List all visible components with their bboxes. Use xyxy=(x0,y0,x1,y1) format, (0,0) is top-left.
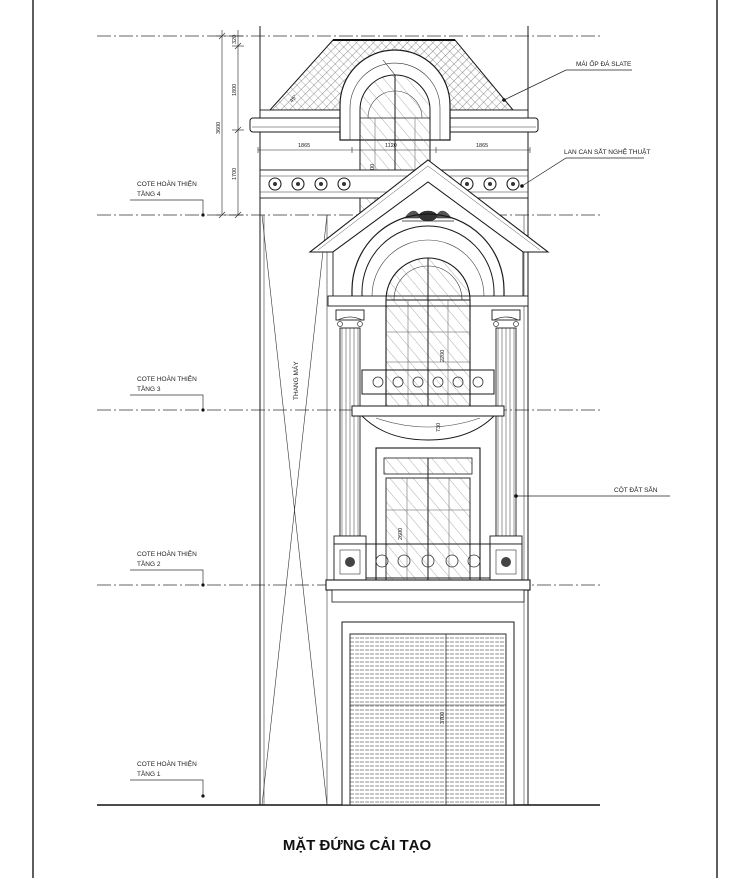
floor3-arched-door xyxy=(385,257,471,411)
level-label-floor-3: COTE HOÀN THIỆN TẦNG 3 xyxy=(130,374,205,412)
svg-text:TẦNG 3: TẦNG 3 xyxy=(137,383,161,393)
floor3-door-height: 2200 xyxy=(440,350,446,362)
garage-door xyxy=(341,621,515,806)
drawing-title: MẶT ĐỨNG CẢI TẠO xyxy=(283,836,432,854)
floor3-balcony-railing xyxy=(361,369,495,395)
floor2-door-height: 2600 xyxy=(398,528,404,540)
vertical-dimensions xyxy=(216,30,244,219)
svg-text:3600: 3600 xyxy=(216,122,222,134)
svg-text:COTE HOÀN THIỆN: COTE HOÀN THIỆN xyxy=(137,549,197,558)
svg-text:1800: 1800 xyxy=(232,84,238,96)
paper-frame xyxy=(32,0,718,878)
dim-width-left: 1865 xyxy=(298,143,310,149)
column-left xyxy=(333,309,367,581)
dim-width-right: 1865 xyxy=(476,143,488,149)
dim-width-middle: 1120 xyxy=(385,143,397,149)
floor2-slab xyxy=(325,579,531,603)
transom-height: 730 xyxy=(436,423,442,432)
elevator-shaft xyxy=(261,214,328,806)
column-right xyxy=(489,309,523,581)
svg-text:LAN CAN SẮT NGHỆ THUẬT: LAN CAN SẮT NGHỆ THUẬT xyxy=(564,147,650,156)
callout-roof: MÁI ỐP ĐÁ SLATE xyxy=(502,58,632,102)
svg-text:CỘT ĐẮT SẴN: CỘT ĐẮT SẴN xyxy=(614,485,658,494)
level-label-floor-1: COTE HOÀN THIỆN TẦNG 1 xyxy=(130,759,205,798)
svg-text:COTE HOÀN THIỆN: COTE HOÀN THIỆN xyxy=(137,759,197,768)
floor2-balcony-railing xyxy=(365,543,491,579)
svg-text:TẦNG 4: TẦNG 4 xyxy=(137,188,161,198)
svg-text:COTE HOÀN THIỆN: COTE HOÀN THIỆN xyxy=(137,374,197,383)
gable-ornament xyxy=(402,210,454,222)
width-dimensions xyxy=(257,147,531,153)
svg-text:MÁI ỐP ĐÁ SLATE: MÁI ỐP ĐÁ SLATE xyxy=(576,58,632,68)
callout-column: CỘT ĐẮT SẴN xyxy=(514,485,670,498)
floor3-balcony-slab xyxy=(351,405,505,441)
main-gable xyxy=(308,159,550,301)
level-label-floor-4: COTE HOÀN THIỆN TẦNG 4 xyxy=(130,179,205,217)
floor2-door xyxy=(375,447,481,586)
side-walls xyxy=(259,26,529,805)
svg-text:TẦNG 2: TẦNG 2 xyxy=(137,558,161,568)
callout-railing: LAN CAN SẮT NGHỆ THUẬT xyxy=(520,147,650,188)
svg-text:TẦNG 1: TẦNG 1 xyxy=(137,768,161,778)
elevator-label: THANG MÁY xyxy=(291,361,300,400)
roof-angle: 45° xyxy=(289,94,299,104)
facade-arch xyxy=(351,213,505,300)
svg-text:COTE HOÀN THIỆN: COTE HOÀN THIỆN xyxy=(137,179,197,188)
svg-text:320: 320 xyxy=(232,35,238,44)
level-label-floor-2: COTE HOÀN THIỆN TẦNG 2 xyxy=(130,549,205,587)
svg-text:1700: 1700 xyxy=(232,168,238,180)
garage-height: 3700 xyxy=(440,712,446,724)
